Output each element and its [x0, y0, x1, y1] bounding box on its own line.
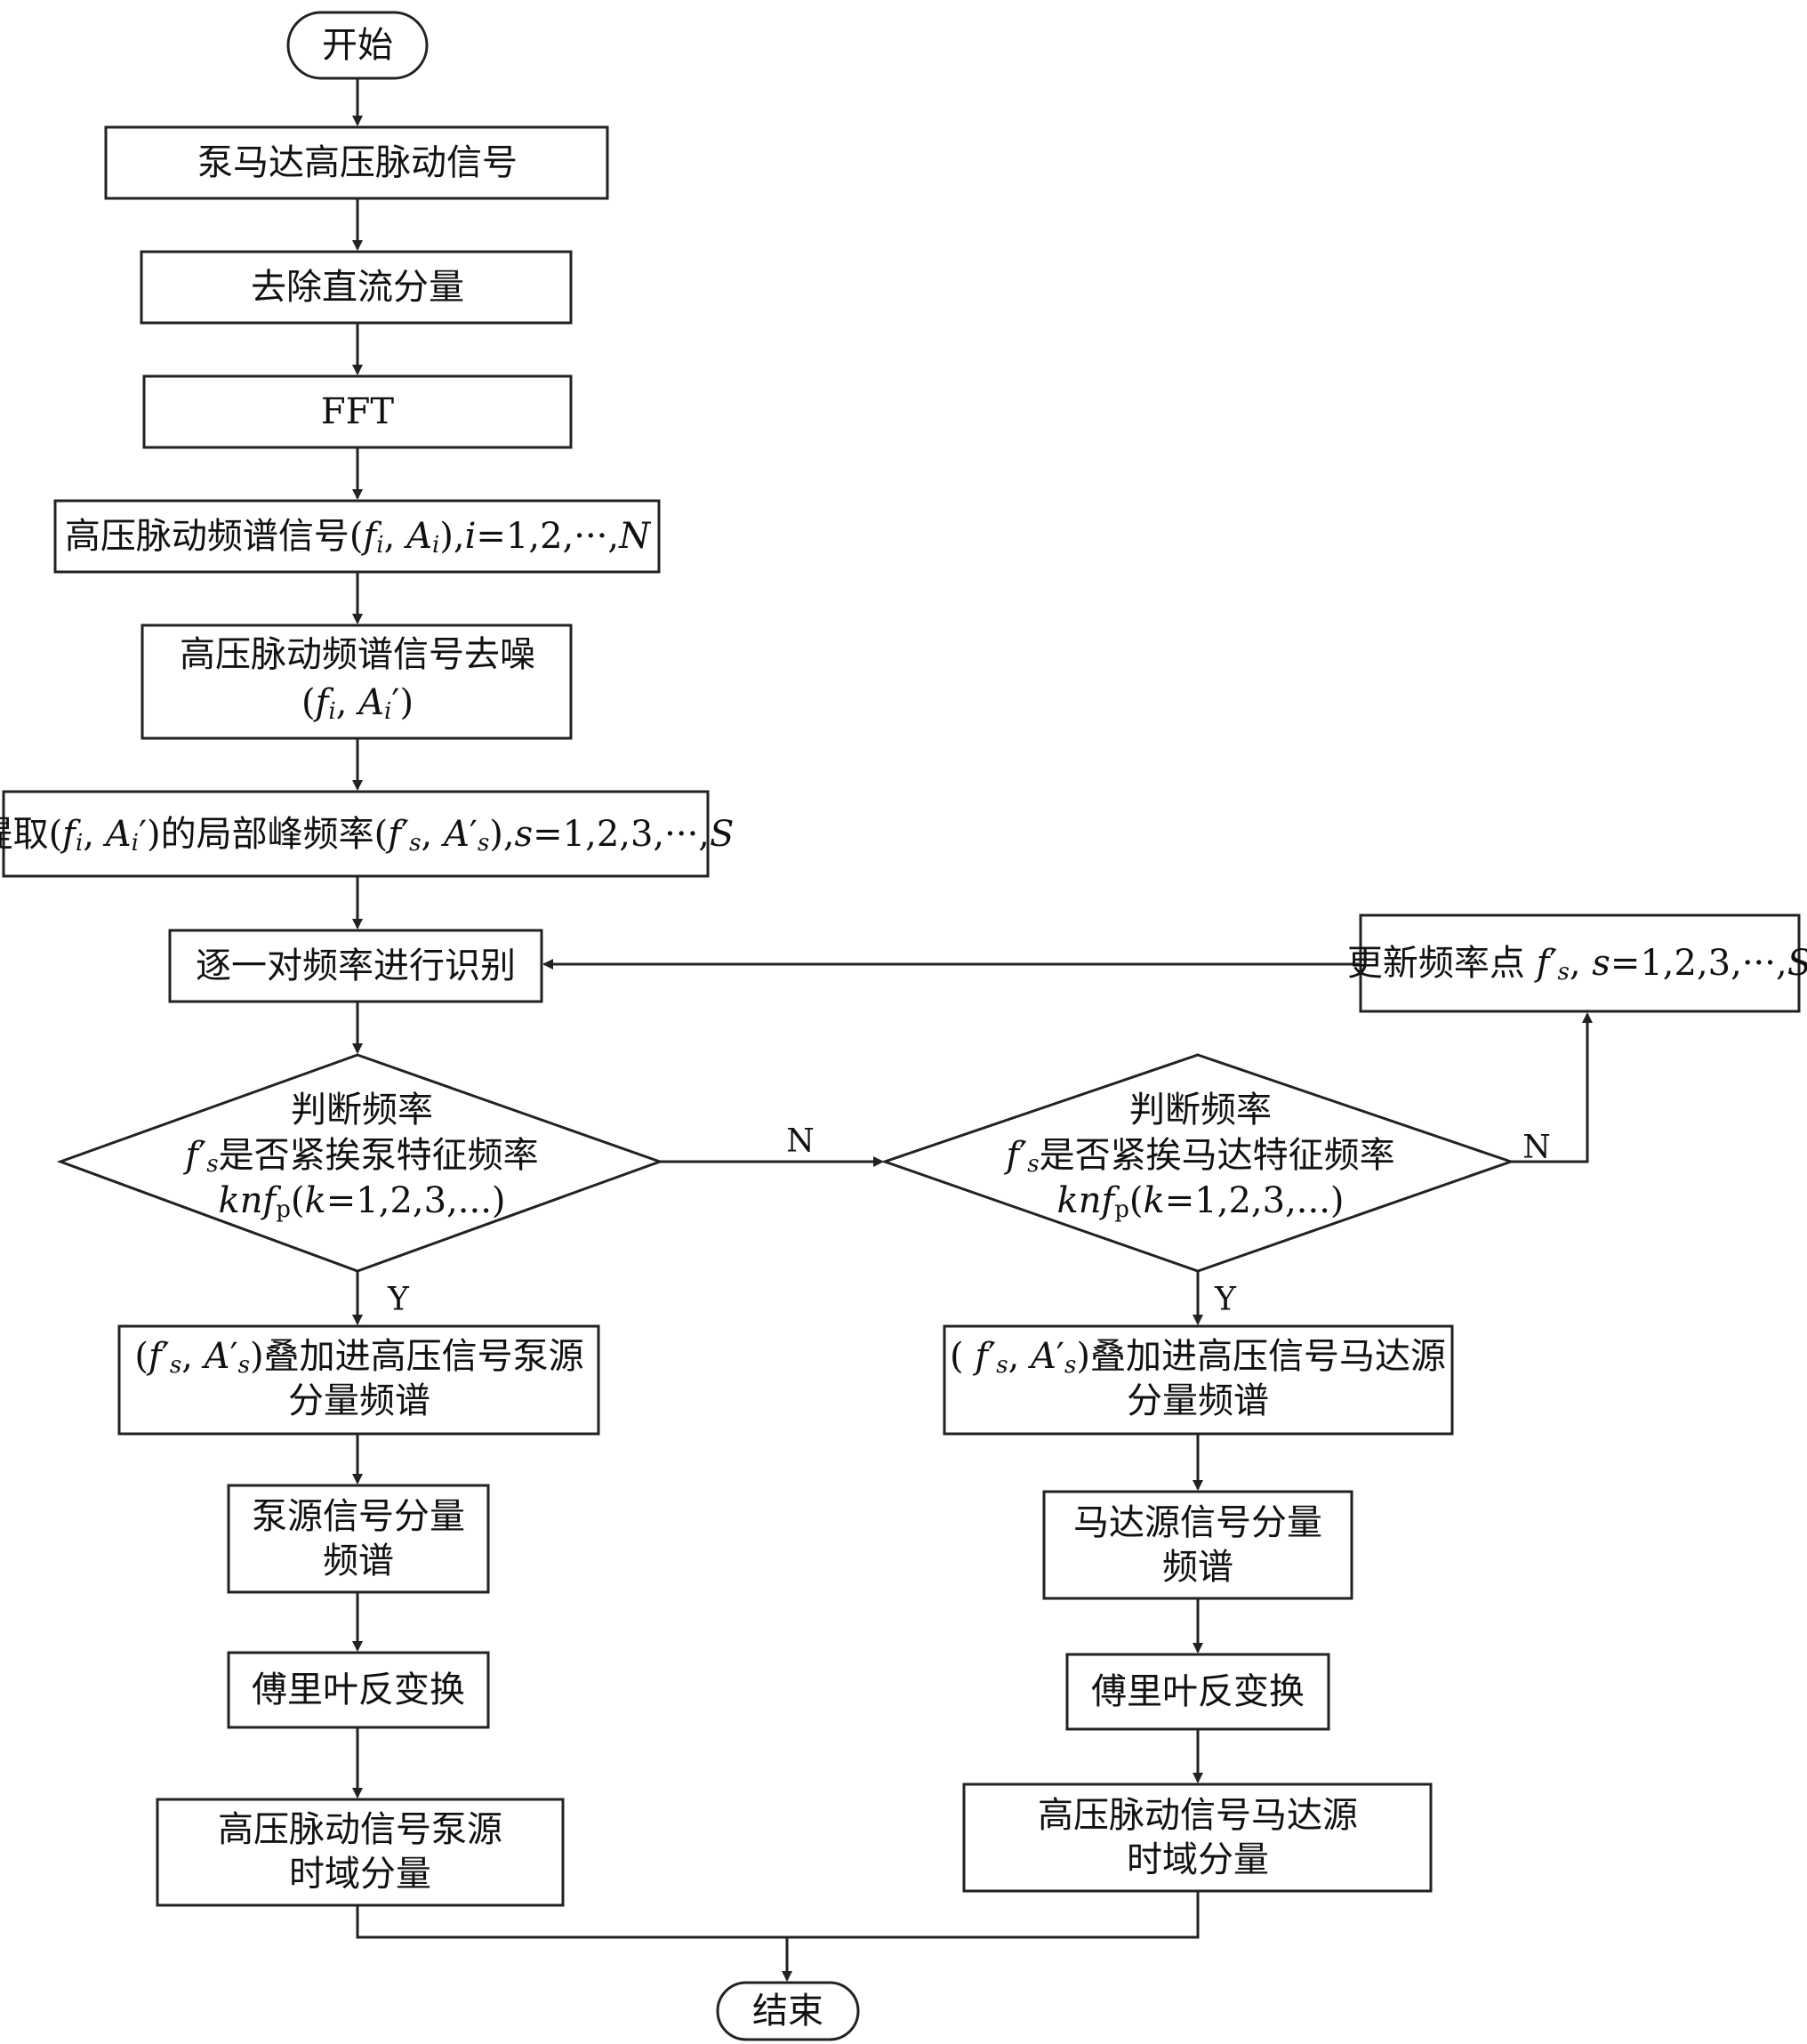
motor-add-line2: 分量频谱 — [1127, 1380, 1269, 1421]
motor-add-line1: ( f′s, A′s)叠加进高压信号马达源 — [950, 1336, 1446, 1379]
motor-decision-line2: f′s是否紧挨马达特征频率 — [1003, 1135, 1394, 1178]
edge-motor-decision-to-update — [1511, 1012, 1593, 1163]
extract-peaks-label: 提取(fi, Ai′)的局部峰频率(f′s, A′s),s=1,2,3,···,… — [0, 814, 734, 857]
fft-label: FFT — [321, 391, 395, 432]
edge-label-yes-pump: Y — [387, 1282, 410, 1318]
update-frequency-box — [1359, 913, 1801, 1013]
pump-add-box — [117, 1324, 600, 1436]
motor-spectrum-line2: 频谱 — [1162, 1547, 1233, 1588]
spectrum-signal-box — [53, 499, 661, 574]
motor-time-line1: 高压脉动信号马达源 — [1038, 1795, 1358, 1836]
edge-label-no-to-update: N — [1522, 1130, 1551, 1166]
pump-add-line2: 分量频谱 — [288, 1380, 430, 1421]
pump-decision-diamond — [56, 1053, 664, 1273]
motor-ifft-box — [1065, 1653, 1330, 1731]
motor-decision-diamond — [880, 1053, 1515, 1273]
fft-box — [142, 374, 573, 449]
pump-motor-signal-label: 泵马达高压脉动信号 — [197, 142, 518, 183]
edge-label-yes-motor: Y — [1214, 1282, 1237, 1318]
remove-dc-label: 去除直流分量 — [251, 267, 464, 308]
update-frequency-label: 更新频率点 f′s, s=1,2,3,···,S — [1347, 943, 1807, 986]
edge-pump-time-merge — [356, 1891, 1200, 1939]
pump-spectrum-line2: 频谱 — [323, 1541, 394, 1581]
extract-peaks-box — [2, 790, 710, 878]
motor-spectrum-line1: 马达源信号分量 — [1073, 1502, 1322, 1543]
motor-time-box — [962, 1782, 1433, 1893]
pump-time-line2: 时域分量 — [289, 1854, 431, 1895]
pump-ifft-box — [227, 1651, 490, 1729]
edges — [352, 78, 1593, 1982]
pump-decision-line3: knfp(k=1,2,3,...) — [218, 1180, 505, 1223]
edge-label-no-to-motor: N — [786, 1123, 815, 1160]
denoise-box — [141, 624, 573, 740]
pump-spectrum-box — [227, 1484, 490, 1594]
start-label: 开始 — [322, 25, 393, 66]
end-label: 结束 — [752, 1991, 823, 2032]
motor-decision-line3: knfp(k=1,2,3,...) — [1056, 1180, 1344, 1223]
pump-motor-signal-box — [104, 125, 609, 200]
motor-add-box — [943, 1324, 1454, 1436]
pump-decision-line2: f′s是否紧挨泵特征频率 — [182, 1135, 538, 1178]
pump-spectrum-line1: 泵源信号分量 — [252, 1496, 465, 1537]
identify-label: 逐一对频率进行识别 — [196, 946, 516, 986]
denoise-label-line1: 高压脉动频谱信号去噪 — [180, 634, 535, 675]
motor-decision-line1: 判断频率 — [1129, 1090, 1272, 1131]
pump-ifft-label: 傅里叶反变换 — [252, 1670, 465, 1710]
denoise-label-line2: (fi, Ai′) — [301, 682, 414, 725]
motor-time-line2: 时域分量 — [1127, 1839, 1269, 1880]
end-terminal — [716, 1981, 860, 2041]
motor-spectrum-box — [1042, 1490, 1353, 1600]
pump-time-box — [156, 1798, 565, 1907]
pump-decision-line1: 判断频率 — [291, 1090, 433, 1131]
spectrum-signal-label: 高压脉动频谱信号(fi, Ai),i=1,2,···,N — [65, 516, 652, 559]
motor-ifft-label: 傅里叶反变换 — [1091, 1671, 1305, 1712]
pump-time-line1: 高压脉动信号泵源 — [218, 1809, 502, 1850]
pump-add-line1: (f′s, A′s)叠加进高压信号泵源 — [134, 1336, 583, 1379]
identify-box — [168, 929, 543, 1003]
start-terminal — [286, 11, 429, 80]
remove-dc-box — [140, 250, 573, 325]
